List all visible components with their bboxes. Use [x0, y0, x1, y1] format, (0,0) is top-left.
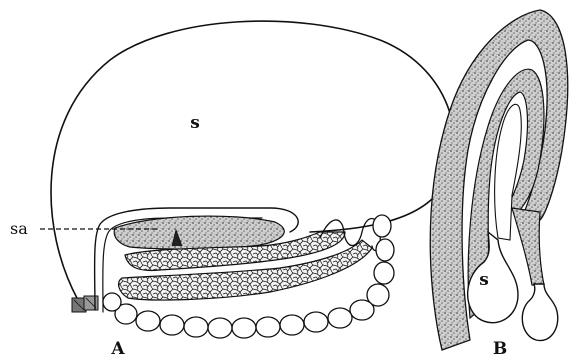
panel-b: s B — [430, 10, 567, 359]
panel-b-sac-label: s — [479, 270, 489, 290]
panel-b-right-stalk — [512, 208, 544, 285]
panel-a-stump — [72, 296, 98, 312]
panel-a: s sa A — [10, 21, 454, 359]
panel-a-sa-label: sa — [10, 219, 28, 238]
panel-b-panel-label: B — [493, 339, 507, 359]
panel-a-panel-label: A — [110, 339, 125, 359]
panel-a-sac-label: s — [190, 113, 200, 133]
panel-b-right-sac — [522, 284, 557, 341]
panel-a-stippled-chamber — [114, 216, 284, 249]
